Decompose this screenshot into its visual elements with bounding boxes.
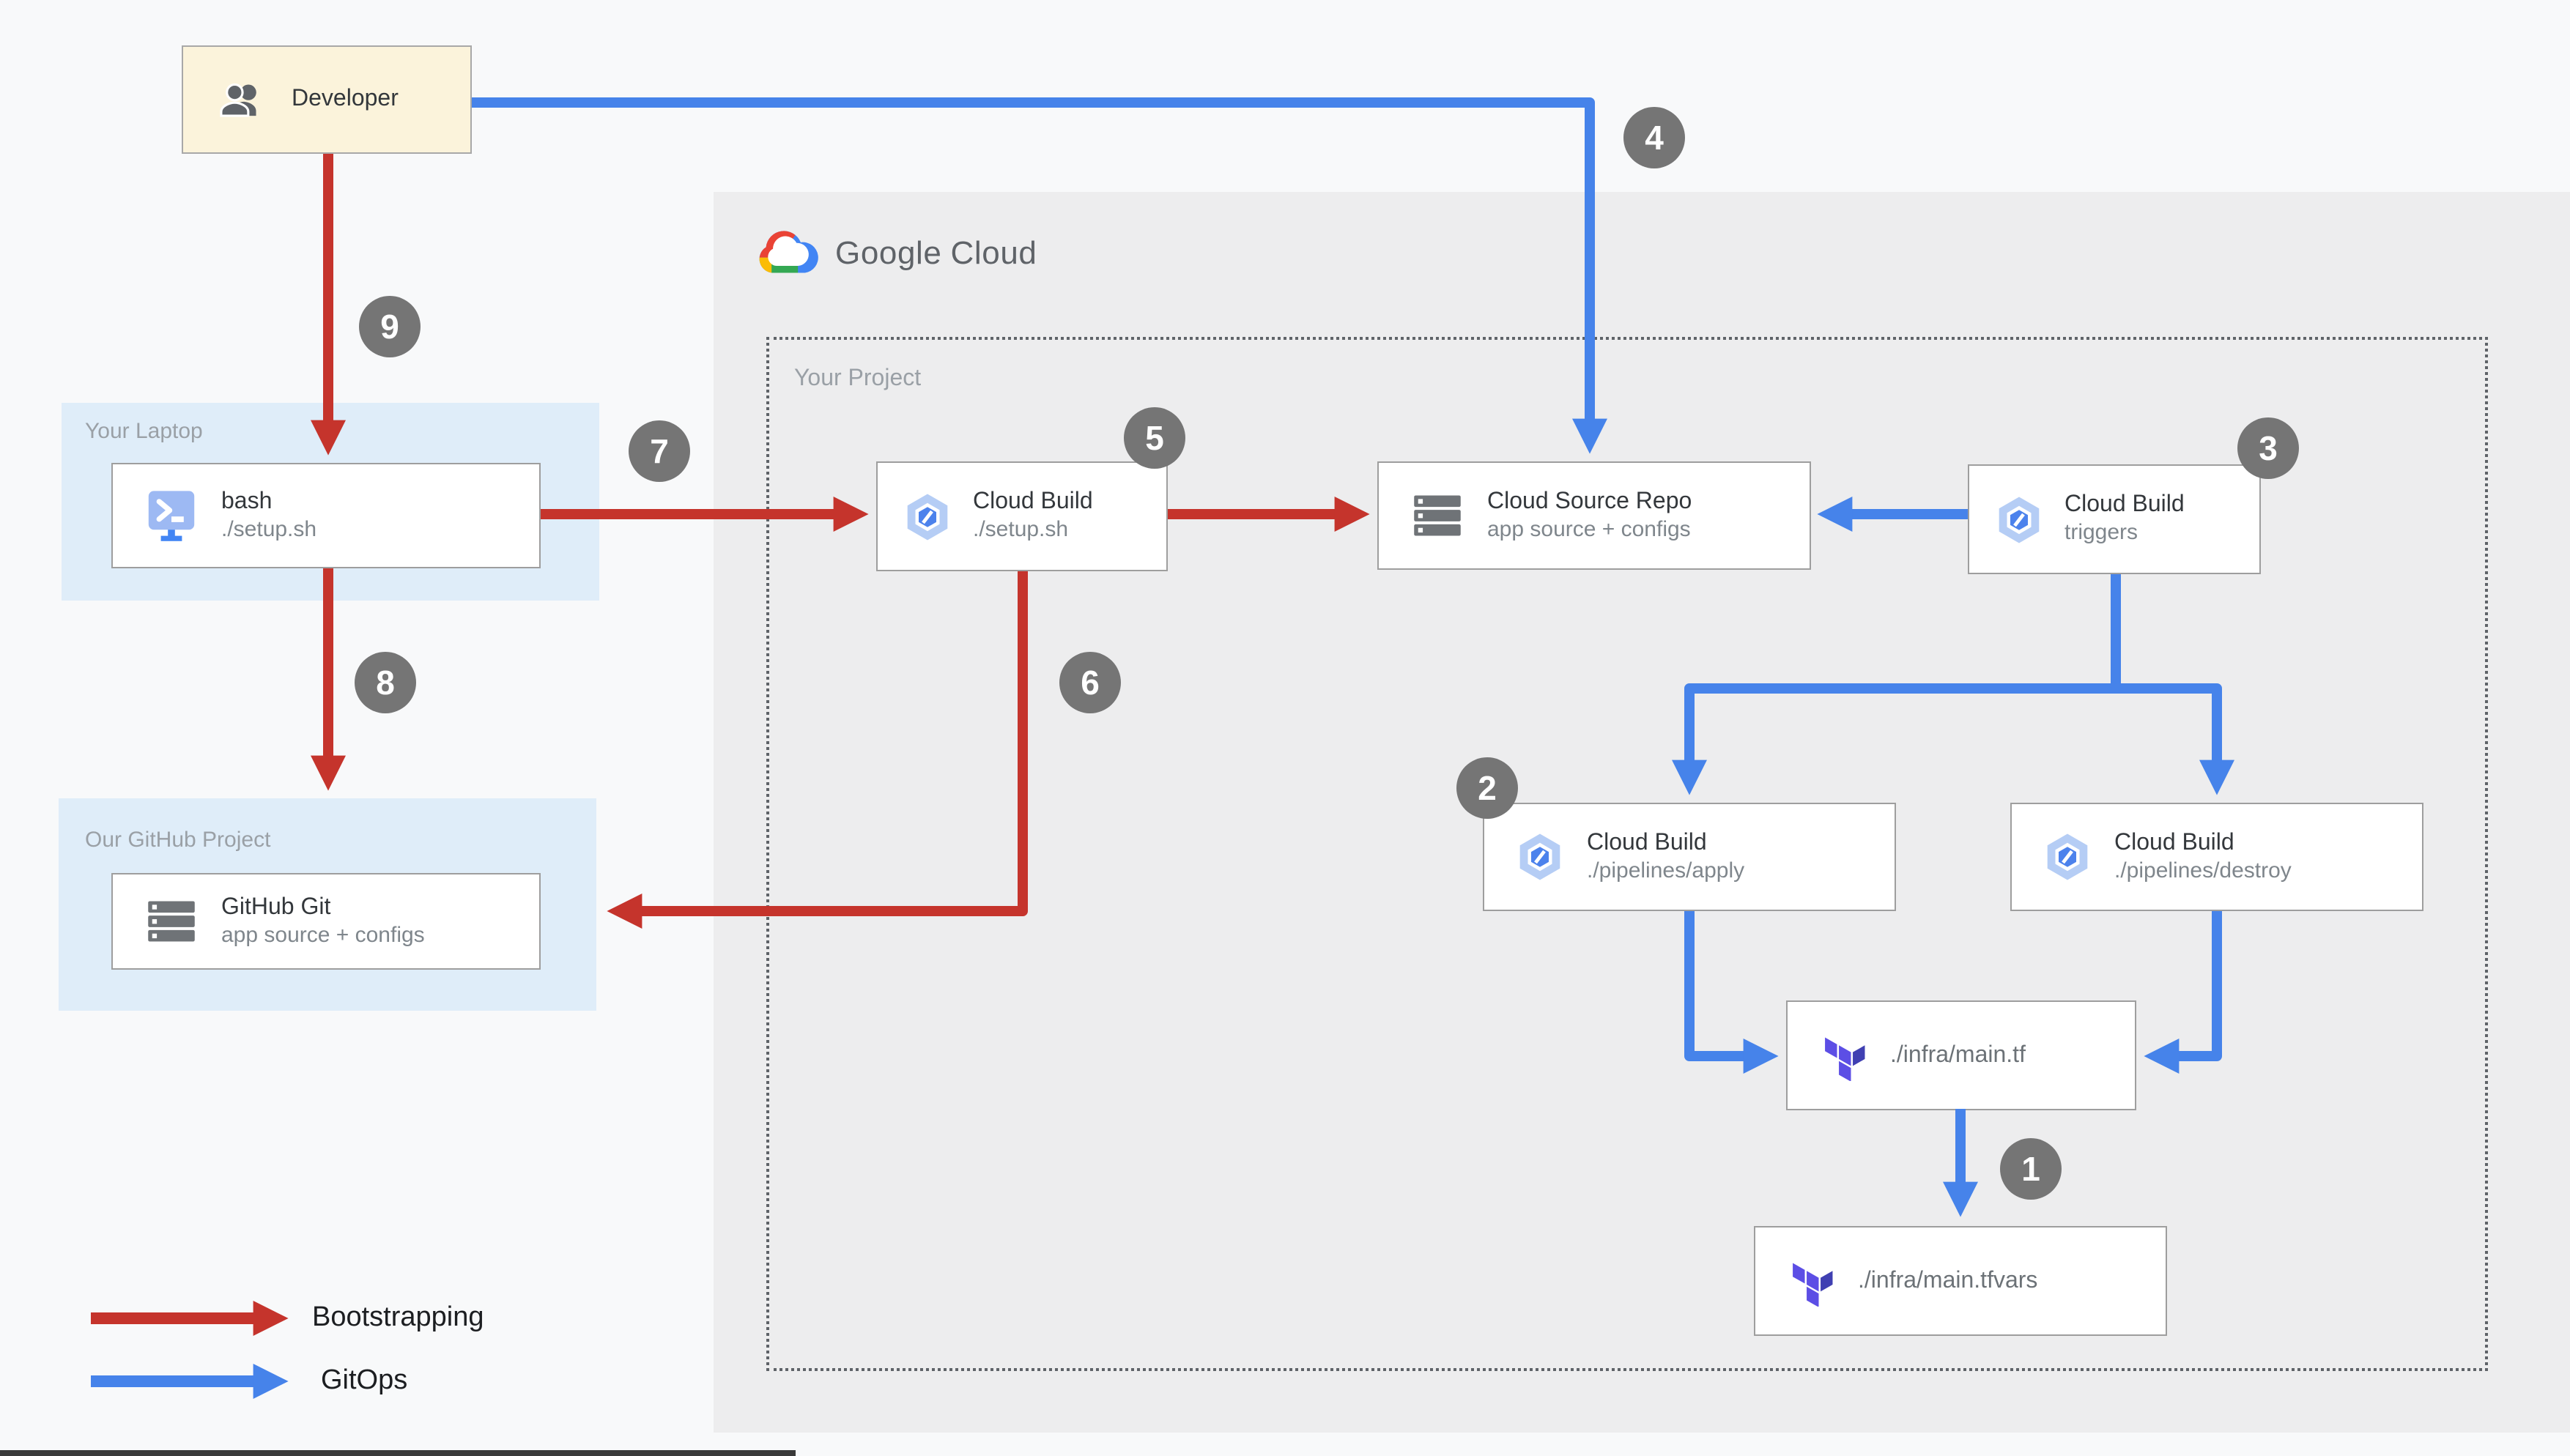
node-title: ./infra/main.tfvars	[1858, 1268, 2038, 1293]
your-laptop-label: Your Laptop	[85, 419, 203, 444]
node-subtitle: ./pipelines/destroy	[2114, 858, 2292, 883]
node-infra-main-tf: ./infra/main.tf	[1786, 1000, 2136, 1110]
step-badge-1: 1	[2000, 1138, 2062, 1200]
node-title: Cloud Build	[2114, 830, 2234, 855]
step-badge-7: 7	[629, 420, 690, 482]
node-title: GitHub Git	[221, 894, 331, 920]
terminal-icon	[148, 491, 195, 541]
terraform-icon	[1825, 1036, 1865, 1080]
node-bash: bash ./setup.sh	[111, 463, 541, 568]
step-badge-6: 6	[1059, 652, 1121, 713]
step-badge-2: 2	[1456, 757, 1518, 819]
node-cloud-build-triggers: Cloud Build triggers	[1968, 464, 2261, 574]
cloud-build-hexagon-icon	[1999, 496, 2040, 543]
node-title: Cloud Build	[973, 489, 1093, 515]
step-badge-9: 9	[359, 296, 421, 357]
step-badge-4: 4	[1623, 107, 1685, 168]
node-title: Cloud Build	[2064, 492, 2185, 518]
node-title: Developer	[292, 86, 399, 111]
github-project-label: Our GitHub Project	[85, 828, 271, 853]
people-icon	[220, 83, 256, 117]
node-title: ./infra/main.tf	[1890, 1042, 2026, 1067]
your-project-label: Your Project	[794, 366, 922, 391]
node-subtitle: ./pipelines/apply	[1587, 858, 1745, 883]
node-developer: Developer	[182, 45, 472, 154]
node-infra-main-tfvars: ./infra/main.tfvars	[1754, 1226, 2167, 1336]
node-cloud-build-setup: Cloud Build ./setup.sh	[876, 461, 1168, 571]
bottom-edge-strip	[0, 1450, 796, 1456]
cloud-build-hexagon-icon	[907, 493, 948, 540]
node-cloud-source-repo: Cloud Source Repo app source + configs	[1377, 461, 1811, 570]
node-subtitle: triggers	[2064, 520, 2138, 546]
legend-gitops-label: GitOps	[321, 1365, 408, 1396]
google-cloud-logo-icon	[759, 231, 818, 273]
step-badge-5: 5	[1124, 407, 1185, 469]
step-badge-8: 8	[355, 652, 416, 713]
node-title: Cloud Build	[1587, 830, 1707, 855]
node-subtitle: ./setup.sh	[221, 516, 317, 542]
node-subtitle: app source + configs	[1487, 516, 1691, 542]
step-badge-3: 3	[2237, 417, 2299, 479]
node-subtitle: ./setup.sh	[973, 517, 1069, 543]
node-cloud-build-apply: Cloud Build ./pipelines/apply	[1483, 803, 1896, 911]
server-stack-icon	[148, 901, 195, 942]
legend-bootstrapping-label: Bootstrapping	[312, 1302, 484, 1333]
node-github-git: GitHub Git app source + configs	[111, 873, 541, 970]
node-cloud-build-destroy: Cloud Build ./pipelines/destroy	[2010, 803, 2423, 911]
cloud-build-hexagon-icon	[1519, 833, 1560, 880]
server-stack-icon	[1414, 495, 1461, 536]
cloud-build-hexagon-icon	[2047, 833, 2088, 880]
node-title: Cloud Source Repo	[1487, 489, 1692, 514]
terraform-icon	[1793, 1262, 1833, 1306]
node-subtitle: app source + configs	[221, 922, 425, 948]
node-title: bash	[221, 489, 273, 514]
